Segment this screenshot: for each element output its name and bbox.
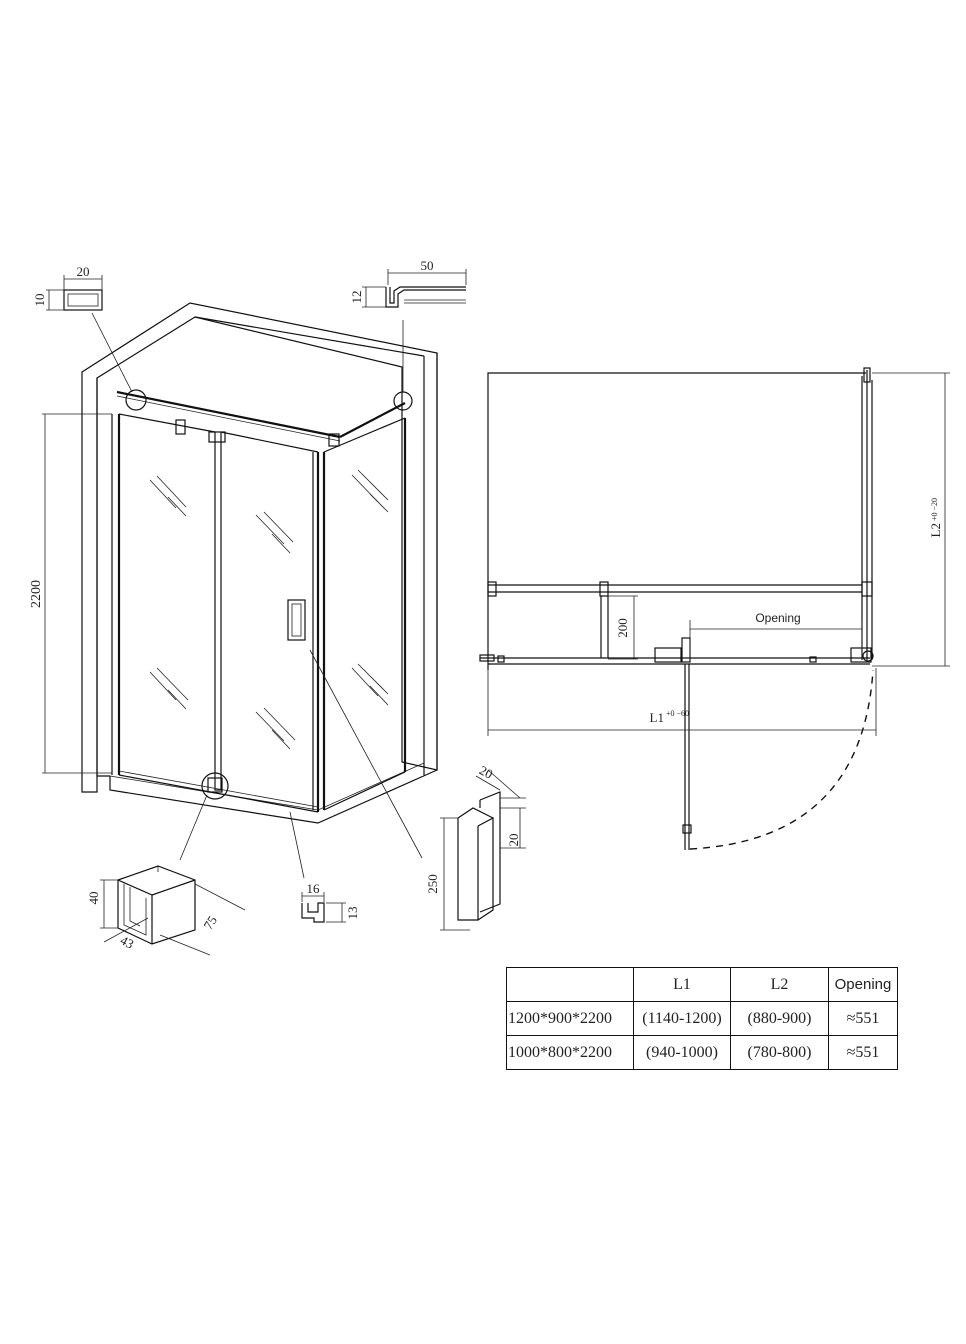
bottom-profile-width-label: 16	[307, 881, 321, 896]
table-header-opening: Opening	[828, 967, 898, 1002]
opening-label: Opening	[755, 611, 800, 625]
profile-height-label: 10	[32, 294, 47, 307]
spec-table: L1 L2 Opening 1200*900*2200 (1140-1200) …	[506, 967, 898, 1070]
table-header-row: L1 L2 Opening	[506, 967, 898, 1002]
table-cell-model: 1000*800*2200	[506, 1035, 634, 1070]
table-cell-model: 1200*900*2200	[506, 1001, 634, 1036]
arm-length-label: 200	[615, 618, 630, 638]
table-cell-l2: (780-800)	[730, 1035, 829, 1070]
table-header-l2: L2	[730, 967, 829, 1002]
handle-length-label: 250	[425, 874, 440, 894]
l1-dim-tolerance: +0 −60	[666, 709, 689, 718]
profile-detail-top-left: 20 10	[32, 264, 103, 311]
hinge-length-label: 75	[200, 913, 220, 932]
table-cell-l2: (880-900)	[730, 1001, 829, 1036]
table-cell-l1: (1140-1200)	[633, 1001, 731, 1036]
hinge-height-label: 40	[86, 892, 101, 905]
hinge-detail: 40 43 75	[86, 865, 246, 956]
table-row: 1200*900*2200 (1140-1200) (880-900) ≈551	[506, 1001, 898, 1036]
table-header-model	[506, 967, 634, 1002]
l2-dim-tolerance: +0 −20	[930, 498, 939, 521]
profile-width-label: 20	[77, 264, 90, 279]
table-cell-l1: (940-1000)	[633, 1035, 731, 1070]
handle-depth-label: 20	[506, 834, 521, 847]
l2-dim-label: L2	[928, 523, 943, 537]
table-cell-opening: ≈551	[828, 1035, 898, 1070]
profile2-height-label: 12	[349, 291, 364, 304]
l1-dim-label: L1	[650, 710, 664, 725]
plan-view: 200 Opening L2 +0 −20 L1 +0 −60	[479, 367, 950, 850]
bottom-profile-detail: 16 13	[301, 881, 360, 923]
table-row: 1000*800*2200 (940-1000) (780-800) ≈551	[506, 1035, 898, 1070]
height-dim-label: 2200	[29, 580, 44, 608]
hinge-depth-label: 43	[118, 932, 137, 951]
profile-detail-top-right: 50 12	[349, 258, 467, 308]
table-header-l1: L1	[633, 967, 731, 1002]
table-cell-opening: ≈551	[828, 1001, 898, 1036]
bottom-profile-height-label: 13	[345, 907, 360, 920]
perspective-view: 2200	[29, 302, 438, 879]
handle-detail: 250 20 20	[425, 762, 526, 931]
handle-width-label: 20	[477, 762, 496, 781]
profile2-width-label: 50	[421, 258, 434, 273]
